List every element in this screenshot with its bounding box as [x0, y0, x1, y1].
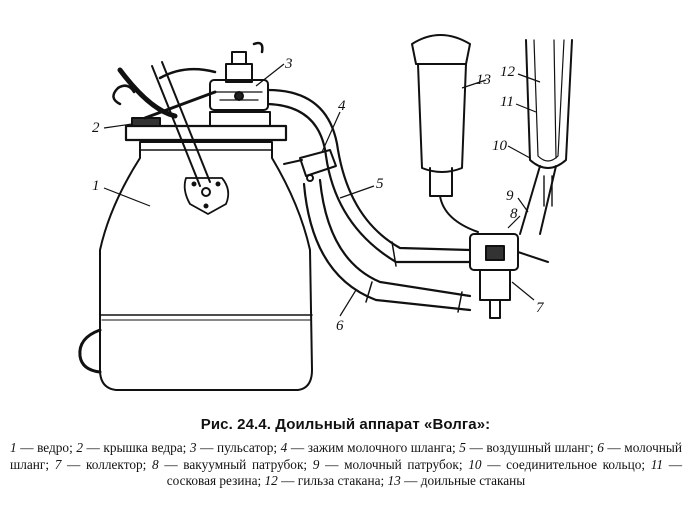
legend-item-3: 3 — пульсатор; — [189, 440, 281, 455]
callout-7: 7 — [536, 300, 545, 316]
milking-machine-diagram: 1 2 3 4 5 6 7 8 9 10 11 12 13 — [78, 34, 573, 391]
callout-8: 8 — [510, 206, 518, 222]
callout-6: 6 — [336, 318, 344, 334]
figure-legend: 1 — ведро; 2 — крышка ведра; 3 — пульсат… — [10, 440, 682, 490]
pulsator — [158, 51, 269, 111]
callout-5: 5 — [376, 176, 384, 192]
legend-item-8: 8 — вакуумный патрубок; — [152, 456, 313, 472]
legend-item-13: 13 — доильные стаканы — [387, 473, 526, 489]
legend-item-6: 6 — молочный шланг; — [10, 440, 682, 472]
bucket — [78, 141, 313, 391]
legend-item-1: 1 — ведро; — [10, 440, 77, 455]
callout-3: 3 — [284, 56, 293, 72]
bucket-suction-tube — [117, 61, 211, 187]
callout-labels: 1 2 3 4 5 6 7 8 9 10 11 12 13 — [92, 56, 545, 334]
milking-cup-left — [411, 34, 479, 233]
legend-item-2: 2 — крышка ведра; — [76, 440, 190, 455]
figure-caption-title: Рис. 24.4. Доильный аппарат «Волга»: — [200, 416, 491, 433]
callout-2: 2 — [92, 120, 100, 136]
milking-cup-right — [519, 39, 573, 235]
legend-item-4: 4 — зажим молочного шланга; — [280, 440, 460, 455]
legend-item-9: 9 — молочный патрубок; — [312, 456, 469, 472]
callout-13: 13 — [476, 72, 491, 88]
callout-1: 1 — [92, 178, 100, 194]
legend-item-5: 5 — воздушный шланг; — [459, 440, 598, 455]
collector — [469, 233, 549, 319]
callout-12: 12 — [500, 64, 516, 80]
milk-hose-clamp — [283, 149, 337, 182]
callout-10: 10 — [492, 138, 508, 154]
legend-item-11: 11 — сосковая резина; — [166, 456, 682, 489]
callout-4: 4 — [338, 98, 346, 114]
legend-item-12: 12 — гильза стакана; — [264, 473, 388, 489]
air-hose — [266, 88, 472, 267]
callout-9: 9 — [506, 188, 514, 204]
milk-hose — [302, 178, 472, 313]
callout-11: 11 — [500, 94, 514, 110]
legend-item-10: 10 — соединительное кольцо; — [468, 456, 651, 472]
legend-item-7: 7 — коллектор; — [54, 456, 153, 472]
